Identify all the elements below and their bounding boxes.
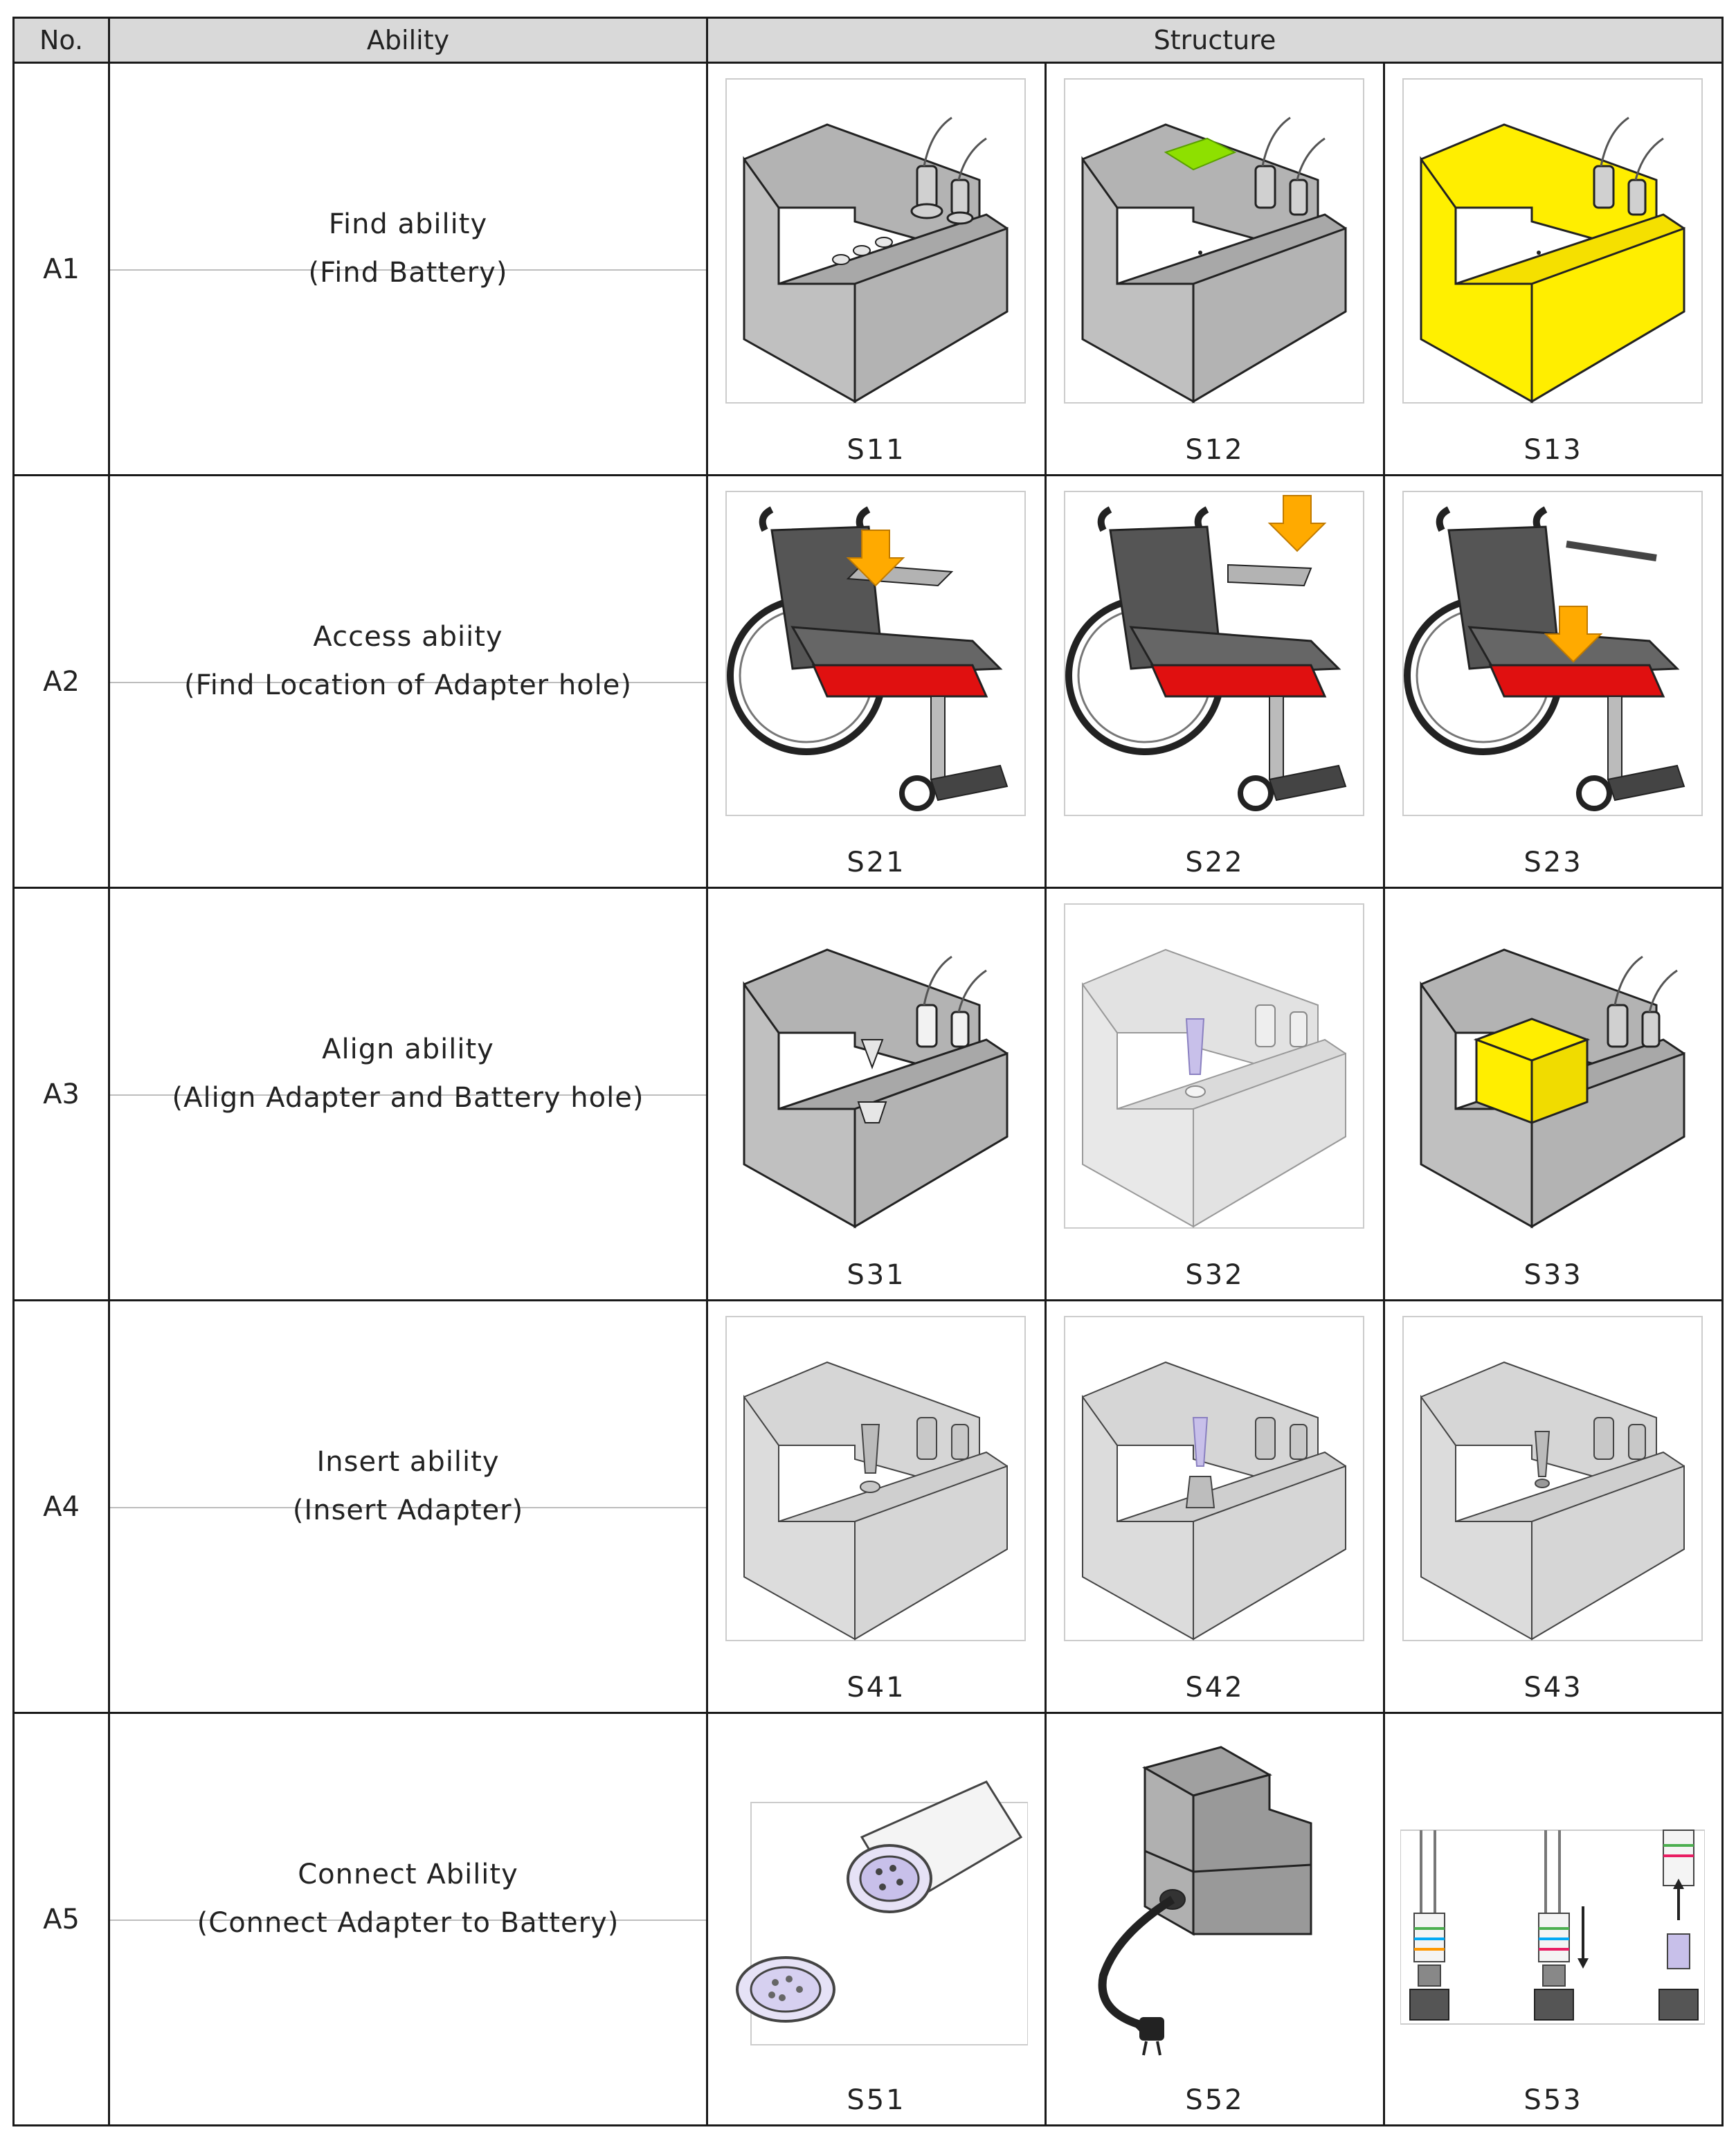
ability-divider (110, 681, 706, 683)
ability-divider (110, 1094, 706, 1096)
structure-cell: S53 (1382, 1712, 1724, 2126)
wheelchair-icon (1064, 491, 1364, 816)
ability-detail: (Find Battery) (308, 256, 508, 289)
structure-cell: S31 (706, 887, 1047, 1301)
down-arrow-icon (1544, 606, 1603, 663)
structure-cell: S51 (706, 1712, 1047, 2126)
battery-box-icon (743, 948, 1009, 1229)
up-arrow-icon (1673, 1879, 1684, 1889)
battery-box-light-icon (1064, 903, 1364, 1229)
row-number: A1 (12, 62, 110, 476)
structure-cell: S41 (706, 1299, 1047, 1714)
battery-box-icon (1420, 948, 1685, 1229)
structure-label: S51 (847, 2084, 906, 2116)
wheelchair-icon (725, 491, 1026, 816)
structure-cell: S32 (1045, 887, 1385, 1301)
header-ability: Ability (108, 17, 708, 64)
structure-label: S13 (1523, 434, 1583, 466)
ability-divider (110, 269, 706, 271)
structure-label: S52 (1185, 2084, 1245, 2116)
ability-title: Insert ability (316, 1445, 500, 1478)
connector-sequence-icon (1400, 1830, 1705, 2025)
ability-title: Find ability (328, 208, 488, 240)
ability-cell: Insert ability (Insert Adapter) (108, 1299, 708, 1714)
ability-detail: (Find Location of Adapter hole) (184, 669, 632, 701)
structure-label: S41 (847, 1672, 906, 1704)
structure-label: S12 (1185, 434, 1245, 466)
ability-detail: (Insert Adapter) (292, 1494, 524, 1526)
structure-cell: S11 (706, 62, 1047, 476)
ability-structure-table: No. Ability Structure A1 Find ability (F… (12, 17, 1724, 2126)
ability-divider (110, 1919, 706, 1921)
structure-cell: S13 (1382, 62, 1724, 476)
ability-divider (110, 1506, 706, 1508)
structure-label: S11 (847, 434, 906, 466)
row-number: A2 (12, 474, 110, 889)
table-row: A5 Connect Ability (Connect Adapter to B… (12, 1712, 1724, 2126)
structure-label: S43 (1523, 1672, 1583, 1704)
structure-label: S21 (847, 847, 906, 878)
battery-box-icon (1064, 78, 1364, 404)
table-row: A3 Align ability (Align Adapter and Batt… (12, 887, 1724, 1301)
down-arrow-icon (1267, 495, 1327, 552)
header-row: No. Ability Structure (12, 17, 1724, 64)
structure-label: S53 (1523, 2084, 1583, 2116)
down-arrow-icon (846, 530, 905, 587)
table-row: A2 Access abiity (Find Location of Adapt… (12, 474, 1724, 889)
structure-cell: S42 (1045, 1299, 1385, 1714)
battery-cable-icon (1098, 1746, 1312, 2056)
structure-cell: S21 (706, 474, 1047, 889)
structure-label: S31 (847, 1259, 906, 1291)
row-number: A4 (12, 1299, 110, 1714)
ability-detail: (Align Adapter and Battery hole) (172, 1081, 644, 1114)
wheelchair-icon (1402, 491, 1703, 816)
structure-label: S42 (1185, 1672, 1245, 1704)
structure-cell: S12 (1045, 62, 1385, 476)
battery-box-light-icon (1064, 1316, 1364, 1641)
structure-label: S32 (1185, 1259, 1245, 1291)
structure-cell: S33 (1382, 887, 1724, 1301)
ability-title: Access abiity (313, 620, 503, 653)
structure-label: S33 (1523, 1259, 1583, 1291)
battery-box-yellow-icon (1402, 78, 1703, 404)
battery-box-icon (725, 78, 1026, 404)
adapter-icon (1192, 1417, 1209, 1467)
adapter-icon (1185, 1018, 1205, 1075)
yellow-cube-icon (1473, 1018, 1591, 1125)
header-structure: Structure (705, 17, 1724, 64)
ability-detail: (Connect Adapter to Battery) (197, 1906, 620, 1939)
connector-plug-icon (736, 1780, 1028, 2045)
down-arrow-icon (1577, 1958, 1589, 1969)
structure-label: S22 (1185, 847, 1245, 878)
green-patch-icon (1164, 137, 1237, 171)
ability-cell: Find ability (Find Battery) (108, 62, 708, 476)
structure-cell: S22 (1045, 474, 1385, 889)
ability-cell: Access abiity (Find Location of Adapter … (108, 474, 708, 889)
ability-cell: Connect Ability (Connect Adapter to Batt… (108, 1712, 708, 2126)
ability-title: Connect Ability (298, 1858, 518, 1890)
structure-cell: S23 (1382, 474, 1724, 889)
ability-title: Align ability (322, 1033, 494, 1065)
row-number: A5 (12, 1712, 110, 2126)
ability-cell: Align ability (Align Adapter and Battery… (108, 887, 708, 1301)
row-number: A3 (12, 887, 110, 1301)
table-row: A4 Insert ability (Insert Adapter) (12, 1299, 1724, 1714)
structure-cell: S43 (1382, 1299, 1724, 1714)
structure-cell: S52 (1045, 1712, 1385, 2126)
battery-box-light-icon (1402, 1316, 1703, 1641)
battery-box-light-icon (725, 1316, 1026, 1641)
header-no: No. (12, 17, 110, 64)
table-row: A1 Find ability (Find Battery) (12, 62, 1724, 476)
structure-label: S23 (1523, 847, 1583, 878)
